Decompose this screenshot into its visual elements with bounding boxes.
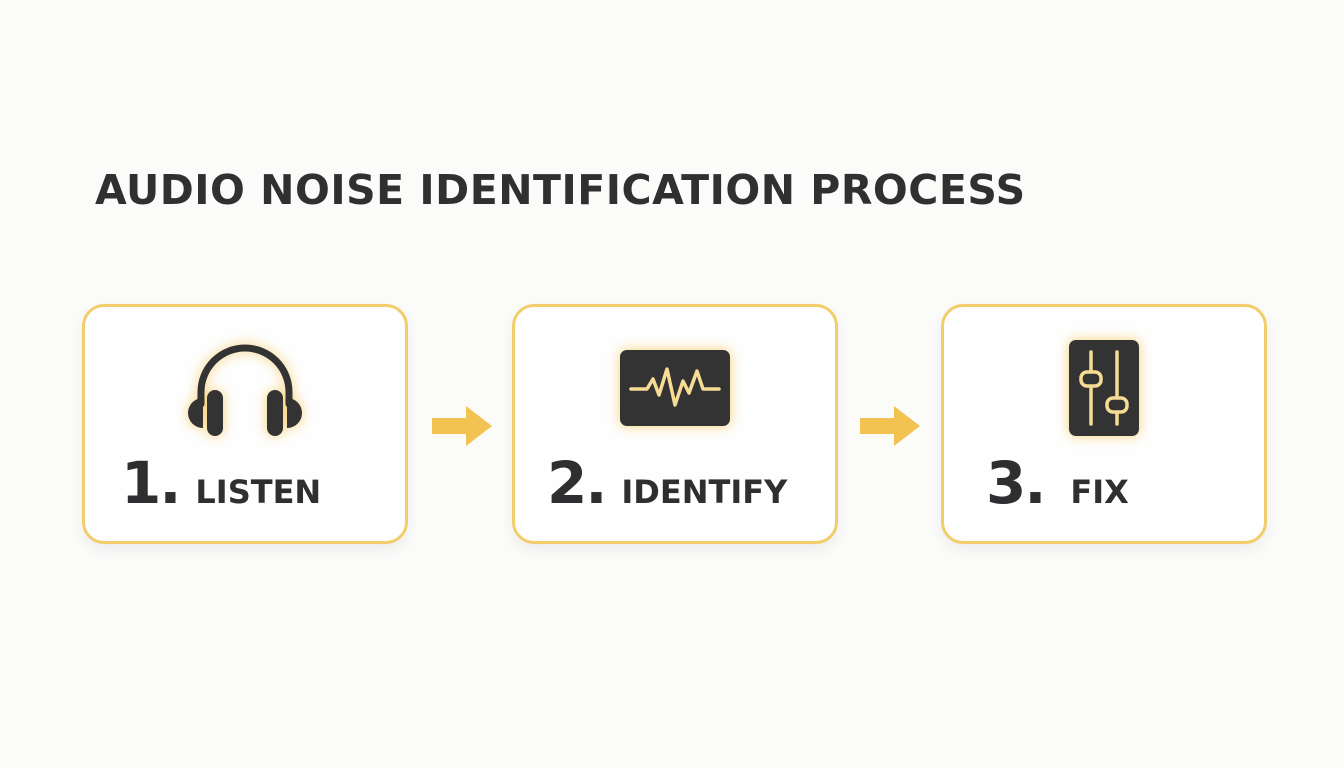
step-name: LISTEN: [195, 473, 322, 511]
step-name: IDENTIFY: [621, 473, 788, 511]
step-label: 3. FIX: [986, 449, 1129, 517]
step-name: FIX: [1070, 473, 1129, 511]
step-number: 3.: [986, 449, 1046, 517]
step-number: 1.: [121, 449, 181, 517]
step-label: 2. IDENTIFY: [547, 449, 787, 517]
step-number: 2.: [547, 449, 607, 517]
step-card-listen: 1. LISTEN: [82, 304, 408, 544]
headphones-icon: [180, 333, 310, 443]
step-label: 1. LISTEN: [121, 449, 321, 517]
step-card-identify: 2. IDENTIFY: [512, 304, 838, 544]
arrow-right-icon: [430, 404, 494, 452]
arrow-right-icon: [858, 404, 922, 452]
diagram-title: AUDIO NOISE IDENTIFICATION PROCESS: [95, 166, 1026, 214]
step-card-fix: 3. FIX: [941, 304, 1267, 544]
waveform-icon: [610, 333, 740, 443]
sliders-icon: [1039, 333, 1169, 443]
